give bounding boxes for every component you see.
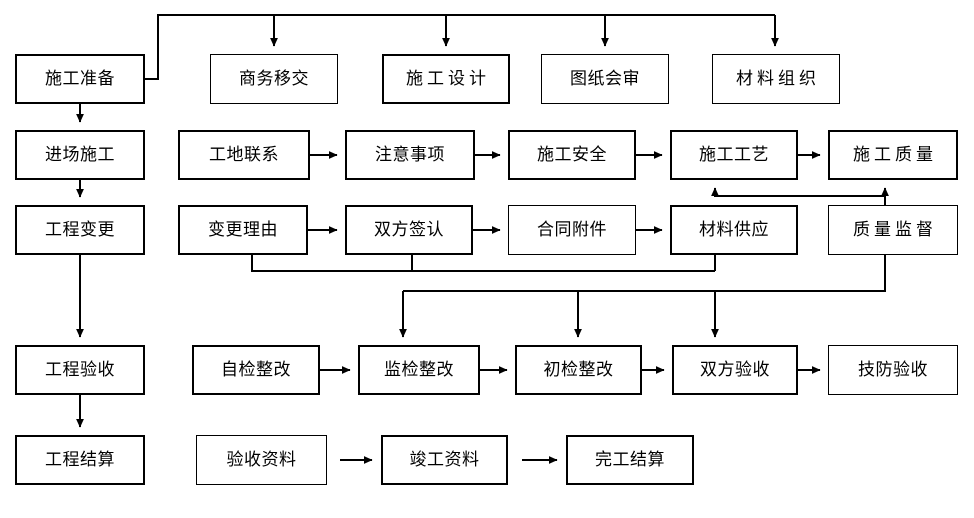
flow-node[interactable]: 材料供应 bbox=[670, 205, 798, 255]
flow-node[interactable]: 技防验收 bbox=[828, 345, 958, 395]
flow-node[interactable]: 图纸会审 bbox=[541, 54, 669, 104]
flow-node[interactable]: 工程验收 bbox=[15, 345, 145, 395]
flow-node[interactable]: 材料组织 bbox=[712, 54, 840, 104]
flow-node[interactable]: 进场施工 bbox=[15, 130, 145, 180]
flow-node[interactable]: 自检整改 bbox=[192, 345, 320, 395]
flow-node[interactable]: 双方签认 bbox=[345, 205, 473, 255]
flow-node[interactable]: 变更理由 bbox=[178, 205, 308, 255]
flow-node[interactable]: 施工安全 bbox=[508, 130, 636, 180]
edge-supervision-stub-down bbox=[403, 255, 886, 292]
flow-node[interactable]: 质量监督 bbox=[828, 205, 958, 255]
flow-node[interactable]: 初检整改 bbox=[515, 345, 642, 395]
flow-node[interactable]: 监检整改 bbox=[358, 345, 480, 395]
edge-reason-stub-down bbox=[251, 255, 715, 272]
flow-node[interactable]: 施工准备 bbox=[15, 54, 145, 104]
flow-node[interactable]: 施工质量 bbox=[828, 130, 958, 180]
flow-node[interactable]: 验收资料 bbox=[196, 435, 327, 485]
flow-node[interactable]: 工地联系 bbox=[178, 130, 310, 180]
edge-supervision-to-process bbox=[711, 187, 885, 197]
flow-node[interactable]: 竣工资料 bbox=[381, 435, 508, 485]
flow-node[interactable]: 双方验收 bbox=[672, 345, 798, 395]
flow-node[interactable]: 施工工艺 bbox=[670, 130, 798, 180]
flow-node[interactable]: 工程结算 bbox=[15, 435, 145, 485]
flow-node[interactable]: 施工设计 bbox=[382, 54, 510, 104]
flow-node[interactable]: 完工结算 bbox=[566, 435, 694, 485]
flow-node[interactable]: 商务移交 bbox=[210, 54, 338, 104]
flow-node[interactable]: 合同附件 bbox=[508, 205, 636, 255]
flow-node[interactable]: 工程变更 bbox=[15, 205, 145, 255]
flow-node[interactable]: 注意事项 bbox=[345, 130, 475, 180]
